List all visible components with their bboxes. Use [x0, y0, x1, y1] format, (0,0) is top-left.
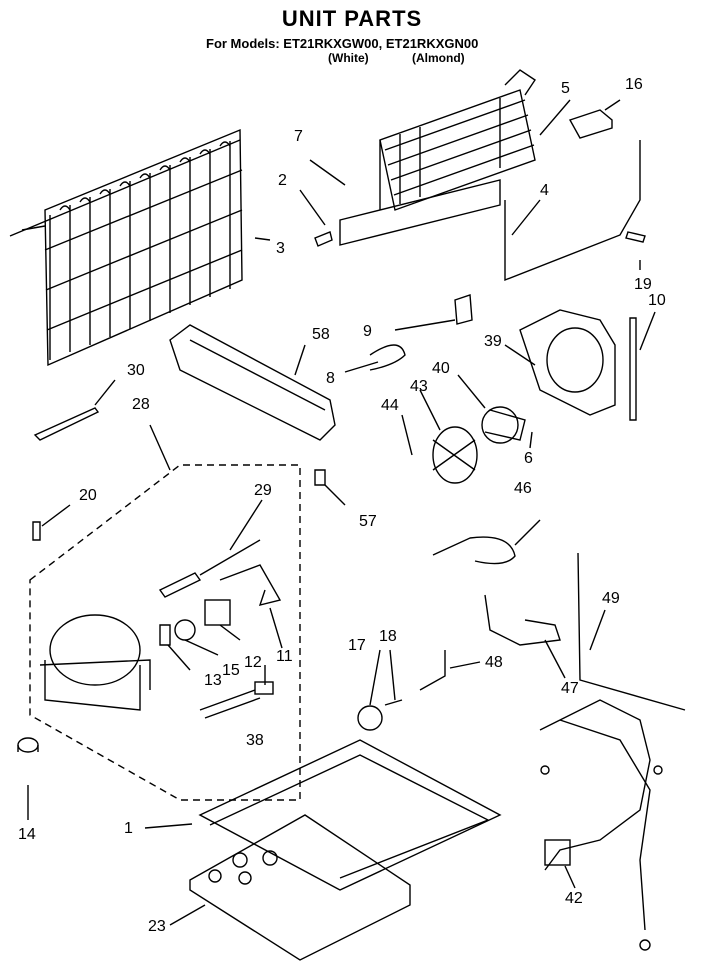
callout-4: 4 — [540, 182, 549, 199]
callout-13: 13 — [204, 672, 222, 689]
callout-19: 19 — [634, 276, 652, 293]
callout-1: 1 — [124, 820, 133, 837]
callout-16: 16 — [625, 76, 643, 93]
callout-3: 3 — [276, 240, 285, 257]
callout-43: 43 — [410, 378, 428, 395]
callout-47: 47 — [561, 680, 579, 697]
callout-40: 40 — [432, 360, 450, 377]
callout-46: 46 — [514, 480, 532, 497]
callout-12: 12 — [244, 654, 262, 671]
callout-30: 30 — [127, 362, 145, 379]
callout-7: 7 — [294, 128, 303, 145]
callout-18: 18 — [379, 628, 397, 645]
callout-23: 23 — [148, 918, 166, 935]
callout-58: 58 — [312, 326, 330, 343]
callout-44: 44 — [381, 397, 399, 414]
callout-5: 5 — [561, 80, 570, 97]
callout-17: 17 — [348, 637, 366, 654]
callout-9: 9 — [363, 323, 372, 340]
callout-11: 11 — [276, 648, 293, 665]
models-line: For Models: ET21RKXGW00, ET21RKXGN00 — [206, 36, 479, 51]
condenser-coil — [9, 128, 243, 367]
callout-8: 8 — [326, 370, 335, 387]
callout-10: 10 — [648, 292, 666, 309]
page-title: UNIT PARTS — [281, 6, 423, 31]
callout-38: 38 — [246, 732, 264, 749]
callout-28: 28 — [132, 396, 150, 413]
callout-6: 6 — [524, 450, 533, 467]
callout-20: 20 — [79, 487, 97, 504]
variant-white-label: (White) — [328, 51, 369, 65]
callout-49: 49 — [602, 590, 620, 607]
callout-57: 57 — [359, 513, 377, 530]
callout-42: 42 — [565, 890, 583, 907]
evaporator-assembly — [339, 69, 536, 246]
variant-almond-label: (Almond) — [412, 51, 465, 65]
callout-14: 14 — [18, 826, 36, 843]
callout-2: 2 — [278, 172, 287, 189]
callout-39: 39 — [484, 333, 502, 350]
callout-48: 48 — [485, 654, 503, 671]
callout-15: 15 — [222, 662, 240, 679]
part-16 — [568, 109, 613, 139]
callout-29: 29 — [254, 482, 272, 499]
